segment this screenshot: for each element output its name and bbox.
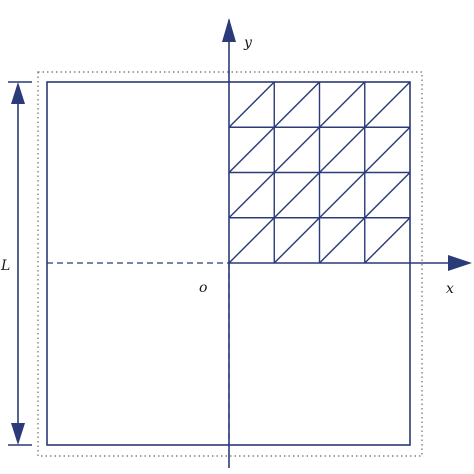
mesh-diagonal-line [319, 217, 366, 264]
x-axis [229, 255, 472, 271]
mesh-diagonal-line [273, 217, 320, 264]
mesh-diagonal-line [364, 126, 411, 173]
mesh-diagonal-line [273, 172, 320, 219]
mesh-diagonal-line [228, 172, 275, 219]
mesh-diagonal-line [273, 126, 320, 173]
mesh-diagonal-line [228, 126, 275, 173]
origin-label: o [199, 280, 207, 296]
mesh-diagonal-line [319, 172, 366, 219]
mesh-diagonal-line [228, 217, 275, 264]
x-axis-label: x [446, 281, 454, 297]
length-label: L [0, 258, 10, 274]
mesh-diagonal-line [273, 81, 320, 128]
y-axis-label: y [243, 35, 253, 51]
mesh-diagonal-line [319, 126, 366, 173]
triangular-mesh [228, 81, 411, 264]
y-axis [222, 18, 236, 468]
length-dimension [0, 81, 32, 446]
mesh-diagonal-line [364, 172, 411, 219]
mesh-diagonal-line [228, 81, 275, 128]
mesh-diagonal-line [319, 81, 366, 128]
mesh-diagonal-line [364, 217, 411, 264]
outer-dotted-boundary [37, 71, 423, 457]
mesh-diagonal-line [364, 81, 411, 128]
